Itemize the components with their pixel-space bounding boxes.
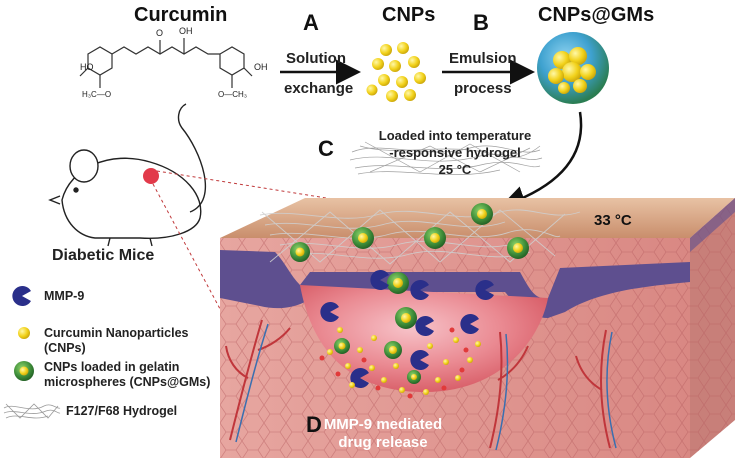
mol-ho: HO: [80, 62, 94, 72]
exchange-label: exchange: [284, 80, 354, 97]
arrow-c: [500, 111, 583, 211]
temp-25-label: 25 °C: [438, 162, 472, 177]
zoom-line-bottom: [152, 183, 286, 431]
step-d-label: D: [306, 412, 322, 437]
mol-methoxy-left: H₃C—O: [82, 90, 112, 99]
hydrogel-icon: [3, 403, 61, 419]
legend-label-hydrogel: F127/F68 Hydrogel: [66, 404, 178, 418]
mol-oh-right: OH: [254, 62, 268, 72]
step-b-label: B: [473, 10, 489, 35]
legend-item-cnps: Curcumin Nanoparticles (CNPs): [44, 326, 214, 356]
step-a-label: A: [303, 10, 319, 35]
skin-block: [220, 198, 735, 458]
temp-33-label: 33 °C: [594, 212, 632, 229]
diabetic-mice-label: Diabetic Mice: [52, 247, 155, 264]
curcumin-nanoparticle-icon: [18, 327, 30, 339]
cnps-title: CNPs: [382, 4, 436, 26]
curcumin-title: Curcumin: [134, 4, 228, 26]
solution-label: Solution: [286, 50, 346, 67]
mol-methoxy-right: O—CH₃: [218, 90, 248, 99]
cnps-cluster: [366, 42, 426, 102]
legend-label-cnps: Curcumin Nanoparticles (CNPs): [44, 326, 189, 355]
step-c-label: C: [318, 136, 334, 161]
mmp9-icon: [12, 285, 31, 306]
mol-enol-oh: OH: [179, 26, 193, 36]
legend-label-cnps-gms: CNPs loaded in gelatin microspheres (CNP…: [44, 360, 211, 389]
hydrogel-caption-1: Loaded into temperature: [378, 128, 532, 143]
release-caption-2: drug release: [338, 434, 428, 451]
legend-icons: [3, 285, 61, 419]
hydrogel-wisp: [349, 141, 543, 175]
legend-item-mmp9: MMP-9: [44, 289, 84, 304]
cnps-gms-sphere: [537, 32, 609, 104]
mol-ketone-o: O: [156, 28, 164, 38]
legend-item-hydrogel: F127/F68 Hydrogel: [66, 404, 177, 419]
legend-label-mmp9: MMP-9: [44, 289, 85, 303]
emulsion-label: Emulsion: [449, 50, 517, 67]
hydrogel-caption-2: -responsive hydrogel: [389, 145, 521, 160]
cnps-gms-title: CNPs@GMs: [538, 4, 655, 26]
mouse-wound-spot: [143, 168, 159, 184]
legend-item-cnps-gms: CNPs loaded in gelatin microspheres (CNP…: [44, 360, 219, 390]
process-label: process: [454, 80, 512, 97]
diabetic-mouse: [48, 103, 207, 247]
curcumin-structure: [79, 38, 253, 88]
release-caption-1: MMP-9 mediated: [323, 416, 443, 433]
